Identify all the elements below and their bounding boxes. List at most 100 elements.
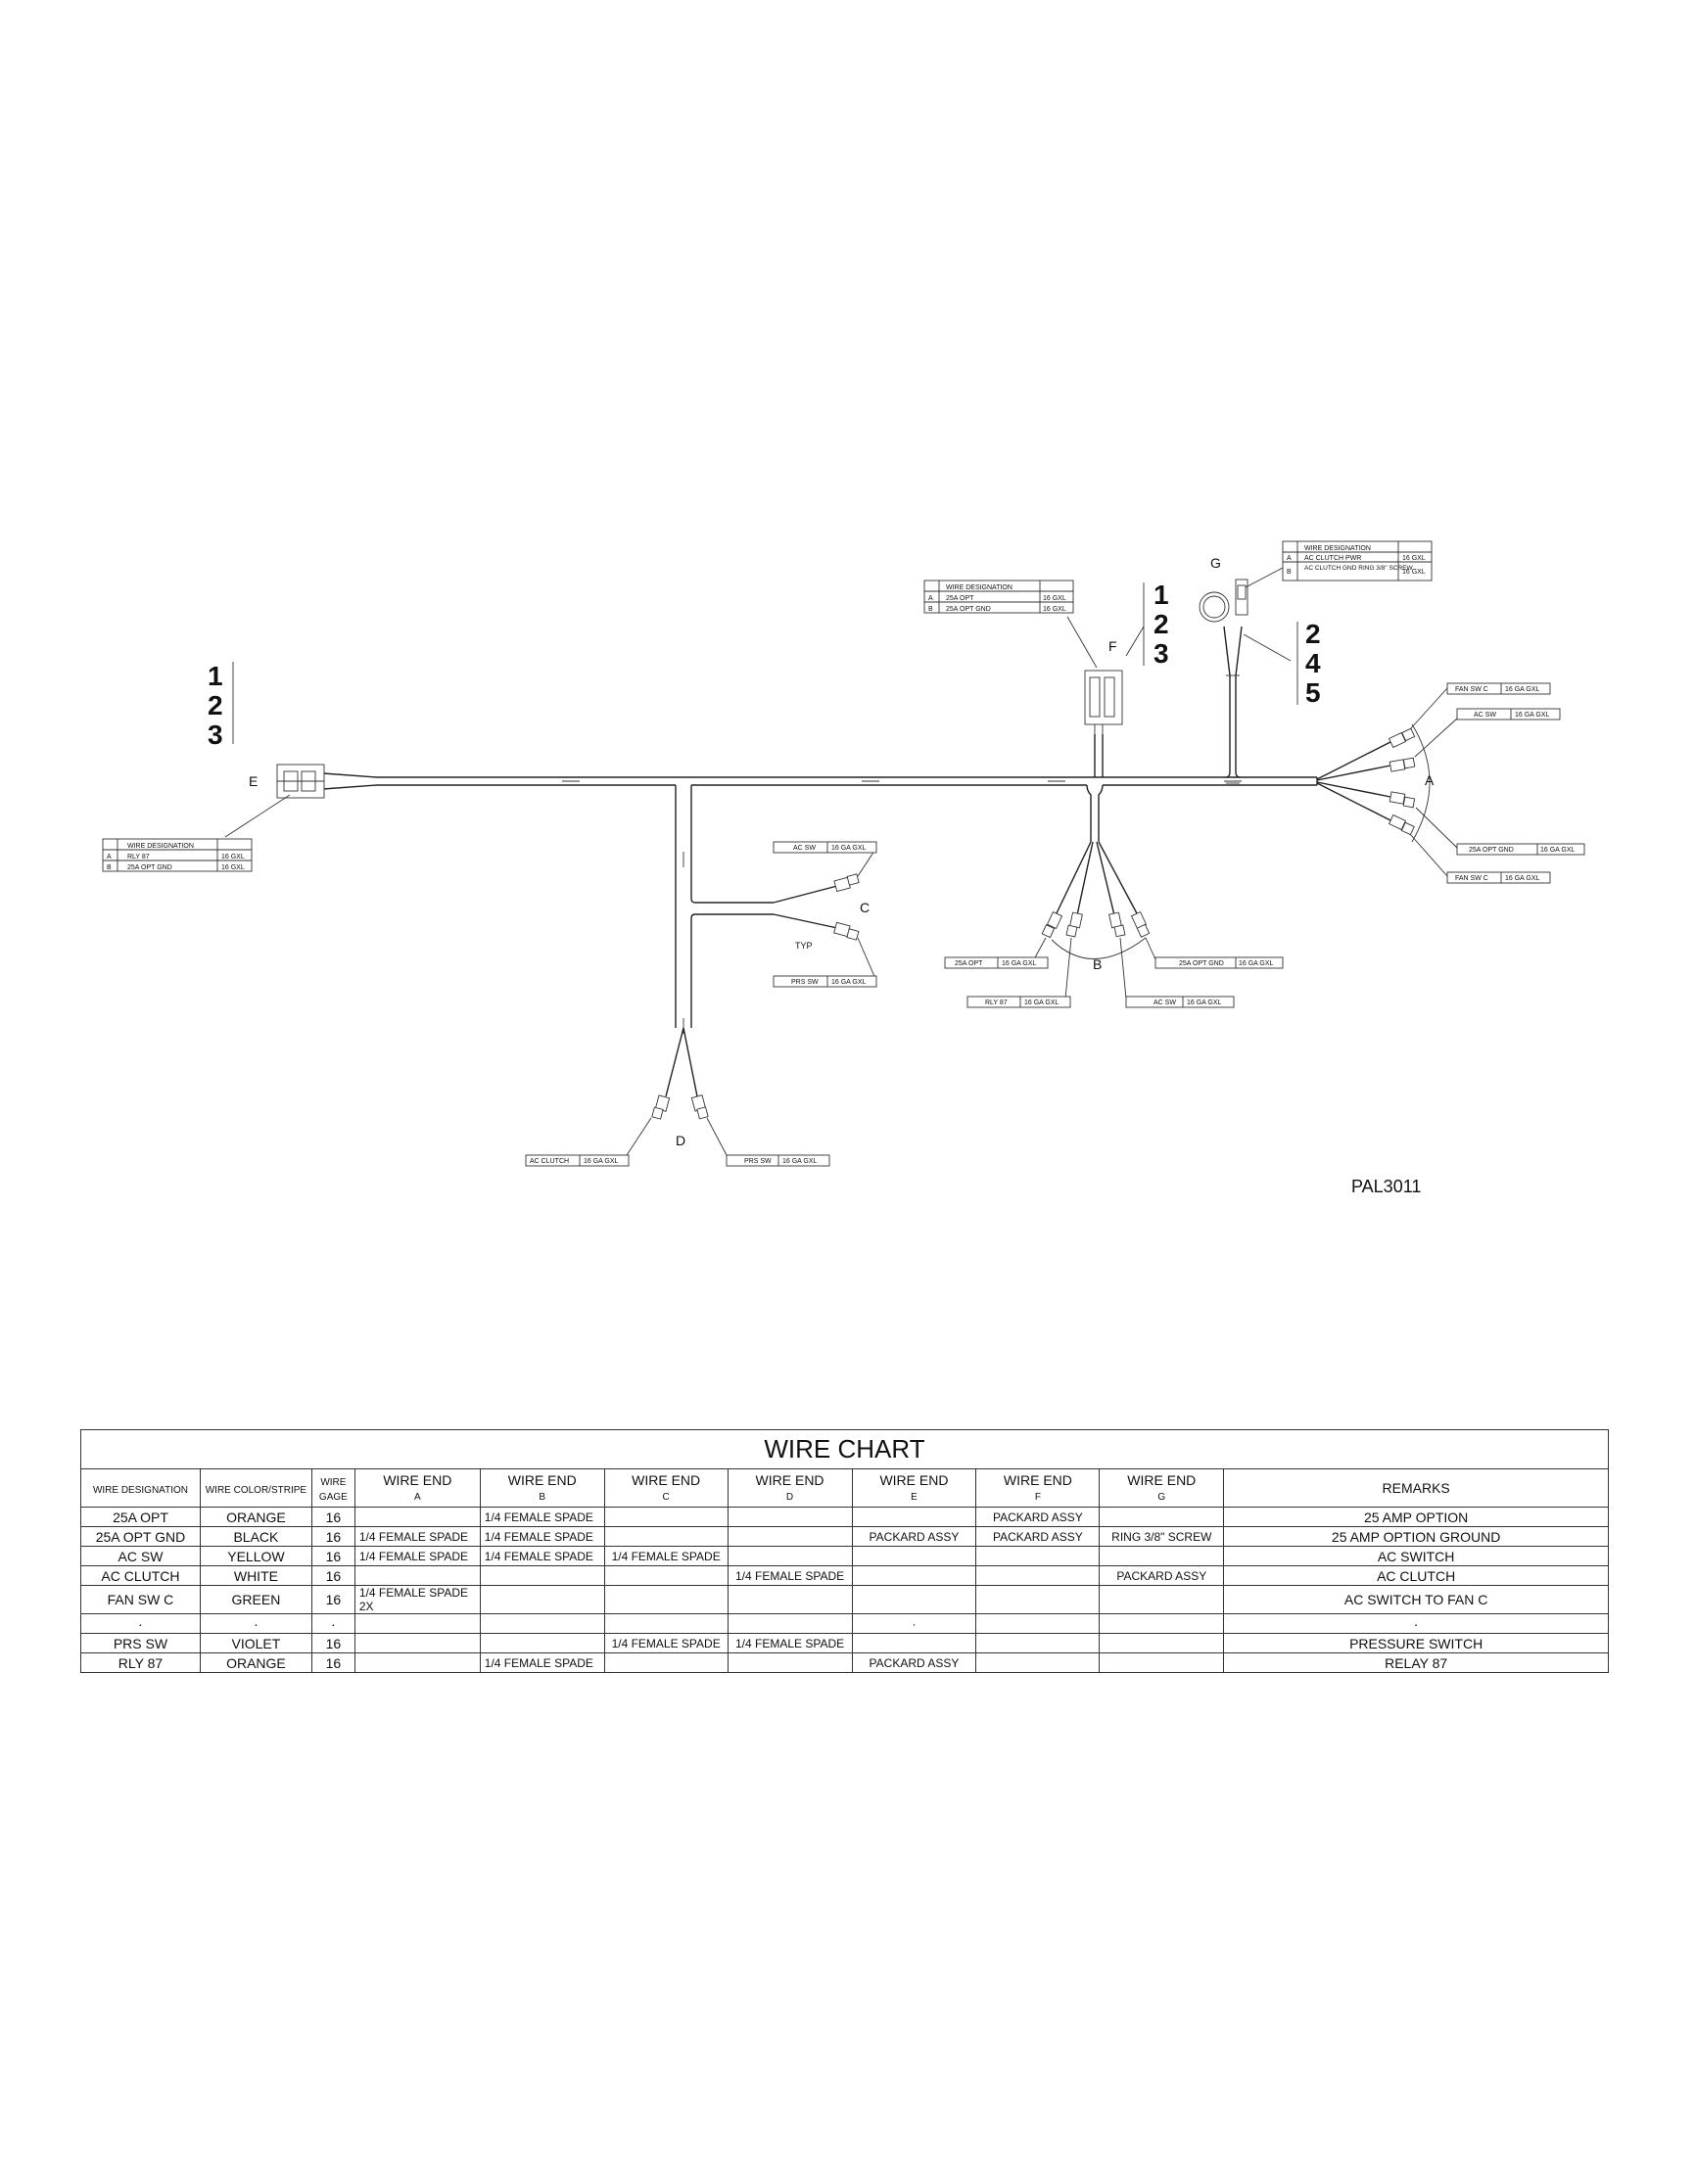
connector-d: D AC CLUTCH 16 GA GXL PRS SW 16 GA GXL — [525, 1027, 830, 1167]
pin-e-a-gage: 16 GXL — [221, 854, 245, 860]
wire-tag-b2-name: RLY 87 — [985, 999, 1008, 1006]
wire-tag-a4-gage: 16 GA GXL — [1505, 875, 1540, 882]
pin-f-a-pin: A — [928, 595, 933, 602]
wire-chart-cell-f — [975, 1652, 1101, 1673]
wire-chart-cell-gage: 16 — [310, 1546, 355, 1566]
pin-table-f: WIRE DESIGNATION A 25A OPT 16 GXL B 25A … — [923, 580, 1074, 614]
pin-g-a-wire: AC CLUTCH PWR — [1304, 555, 1361, 562]
wire-chart-cell-b: 1/4 FEMALE SPADE — [479, 1652, 605, 1673]
connector-b: B 25A OPT 16 GA GXL RLY 87 16 GA GXL 25A… — [944, 784, 1284, 1008]
wire-chart-cell-c — [603, 1565, 729, 1586]
wire-tag-a1-name: FAN SW C — [1455, 686, 1488, 693]
pin-e-b-wire: 25A OPT GND — [127, 864, 172, 871]
pin-f-a-wire: 25A OPT — [946, 595, 974, 602]
wire-chart-cell-e — [851, 1565, 977, 1586]
wire-chart-cell-b — [479, 1585, 605, 1614]
connector-label-c: C — [860, 900, 870, 915]
wire-chart-cell-color: · — [199, 1613, 312, 1634]
wire-chart-cell-remarks: PRESSURE SWITCH — [1223, 1633, 1609, 1653]
wire-chart-cell-d: 1/4 FEMALE SPADE — [727, 1565, 853, 1586]
wire-tag-b3-gage: 16 GA GXL — [1239, 960, 1274, 967]
wire-chart-cell-a — [353, 1633, 481, 1653]
wire-chart-cell-b — [479, 1565, 605, 1586]
pin-g-b-wire: AC CLUTCH GND RING 3/8" SCREW — [1304, 565, 1414, 572]
wire-chart-cell-e: PACKARD ASSY — [851, 1652, 977, 1673]
wire-tag-b1-gage: 16 GA GXL — [1002, 960, 1037, 967]
wire-tag-c1-name: AC SW — [793, 845, 816, 852]
wire-chart-cell-remarks: AC SWITCH — [1223, 1546, 1609, 1566]
header-designation: WIRE DESIGNATION — [80, 1468, 201, 1508]
wire-tag-b4: AC SW 16 GA GXL — [1125, 996, 1235, 1008]
wire-chart-cell-g — [1099, 1546, 1225, 1566]
callout-g-4: 4 — [1305, 648, 1321, 678]
wire-chart-cell-gage: 16 — [310, 1565, 355, 1586]
wire-tag-d2: PRS SW 16 GA GXL — [726, 1154, 830, 1167]
wire-tag-a2: AC SW 16 GA GXL — [1456, 708, 1561, 720]
wire-chart-cell-designation: FAN SW C — [80, 1585, 201, 1614]
wire-chart-cell-designation: 25A OPT — [80, 1507, 201, 1527]
callout-g-2: 2 — [1305, 619, 1321, 649]
wire-chart-cell-designation: RLY 87 — [80, 1652, 201, 1673]
wire-chart-cell-b: 1/4 FEMALE SPADE — [479, 1507, 605, 1527]
wire-chart-cell-c: 1/4 FEMALE SPADE — [603, 1546, 729, 1566]
wire-chart-cell-color: VIOLET — [199, 1633, 312, 1653]
wire-tag-c1-gage: 16 GA GXL — [831, 845, 867, 852]
wire-chart-cell-gage: 16 — [310, 1585, 355, 1614]
wire-chart-cell-d — [727, 1613, 853, 1634]
wire-chart-cell-color: GREEN — [199, 1585, 312, 1614]
wire-chart-cell-designation: AC SW — [80, 1546, 201, 1566]
pin-table-f-header: WIRE DESIGNATION — [946, 584, 1012, 591]
wire-chart-cell-designation: · — [80, 1613, 201, 1634]
pin-f-b-gage: 16 GXL — [1043, 606, 1066, 613]
callout-e-1: 1 — [208, 661, 223, 691]
wire-chart-cell-d — [727, 1652, 853, 1673]
branch-c-d — [675, 785, 774, 1034]
connector-label-f: F — [1108, 638, 1117, 654]
wire-chart-cell-color: ORANGE — [199, 1652, 312, 1673]
wire-tag-c1: AC SW 16 GA GXL — [773, 841, 877, 854]
callout-e-3: 3 — [208, 720, 223, 750]
pin-f-b-wire: 25A OPT GND — [946, 606, 991, 613]
wire-chart-cell-a — [353, 1565, 481, 1586]
connector-e: E 1 2 3 WIRE DESIGNATION A RLY 87 16 GXL… — [102, 661, 378, 872]
pin-f-a-gage: 16 GXL — [1043, 595, 1066, 602]
pin-e-b-pin: B — [107, 864, 112, 871]
wire-chart-header-row: WIRE DESIGNATION WIRE COLOR/STRIPE WIRE … — [80, 1468, 1609, 1508]
wire-chart-cell-g — [1099, 1507, 1225, 1527]
wire-chart-cell-designation: PRS SW — [80, 1633, 201, 1653]
wire-chart-cell-e — [851, 1633, 977, 1653]
wire-tag-a4-name: FAN SW C — [1455, 875, 1488, 882]
pin-table-g: WIRE DESIGNATION A AC CLUTCH PWR 16 GXL … — [1282, 540, 1433, 581]
wire-chart-cell-e: PACKARD ASSY — [851, 1526, 977, 1547]
wire-tag-c2: PRS SW 16 GA GXL — [773, 975, 877, 988]
wire-tag-a3-name: 25A OPT GND — [1469, 847, 1514, 854]
wire-tag-a4: FAN SW C 16 GA GXL — [1446, 871, 1551, 884]
wire-chart-cell-color: WHITE — [199, 1565, 312, 1586]
wire-chart-cell-f — [975, 1585, 1101, 1614]
wire-chart-cell-a: 1/4 FEMALE SPADE — [353, 1526, 481, 1547]
wire-tag-b4-name: AC SW — [1154, 999, 1176, 1006]
wire-chart-cell-g: PACKARD ASSY — [1099, 1565, 1225, 1586]
wire-chart-cell-a — [353, 1652, 481, 1673]
wire-chart-cell-e: · — [851, 1613, 977, 1634]
callout-f-1: 1 — [1154, 580, 1169, 610]
wire-tag-d2-name: PRS SW — [744, 1158, 772, 1165]
wire-chart-cell-color: BLACK — [199, 1526, 312, 1547]
wire-chart-cell-g — [1099, 1652, 1225, 1673]
wire-tag-d1-name: AC CLUTCH — [530, 1158, 569, 1165]
wire-tag-b1-name: 25A OPT — [955, 960, 983, 967]
wire-chart-cell-f: PACKARD ASSY — [975, 1526, 1101, 1547]
wire-tag-d1-gage: 16 GA GXL — [584, 1158, 619, 1165]
wire-tag-a3: 25A OPT GND 16 GA GXL — [1456, 843, 1585, 856]
wire-chart-cell-g — [1099, 1613, 1225, 1634]
wire-chart-cell-b — [479, 1613, 605, 1634]
